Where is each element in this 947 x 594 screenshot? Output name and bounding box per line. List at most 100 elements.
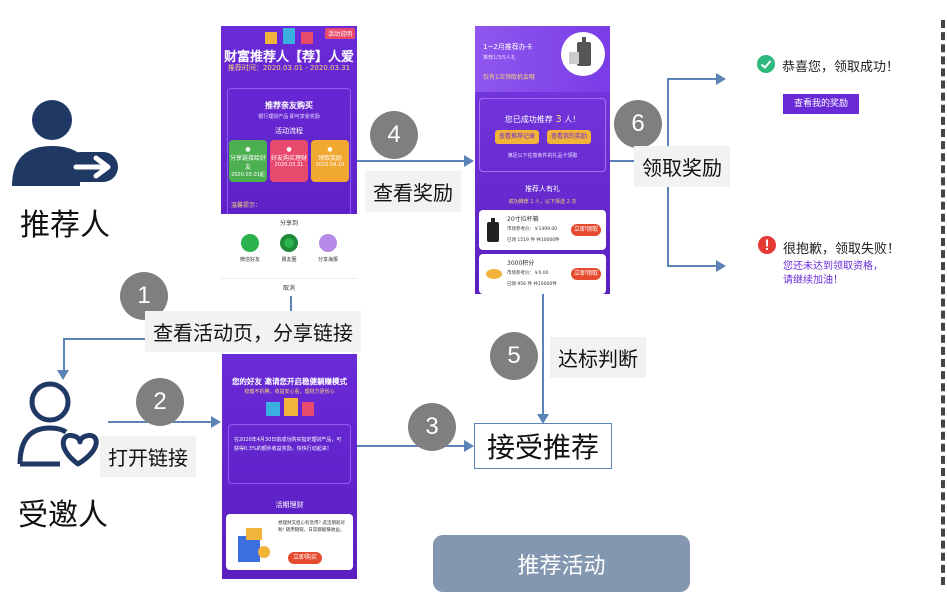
share-option-wechat[interactable]: 微信好友 <box>239 257 260 263</box>
rules-badge: 活动说明 <box>324 28 355 39</box>
gift-item-price: 市场参考价：￥1499.00 <box>507 227 558 232</box>
step-4-label: 查看奖励 <box>365 171 461 212</box>
arrow-6a <box>716 73 726 85</box>
wechat-icon[interactable] <box>241 234 259 252</box>
flow-step-3-date: 2020.04.10 <box>315 162 345 168</box>
finance-illustration-icon <box>238 528 270 562</box>
luggage-image <box>561 32 605 76</box>
flow-step-3: ● 领取奖励 2020.04.10 <box>311 140 349 182</box>
arrow-5 <box>537 414 549 424</box>
moments-icon[interactable] <box>280 234 298 252</box>
connector-4 <box>357 160 465 162</box>
arrow-4 <box>464 155 474 167</box>
invite-title: 您的好友 邀请您开启稳健躺赚模式 <box>231 377 348 386</box>
referral-activity-button[interactable]: 推荐活动 <box>433 535 690 592</box>
step-1-label: 查看活动页，分享链接 <box>145 311 361 352</box>
step-6-circle: 6 <box>614 100 662 148</box>
step-4-circle: 4 <box>370 111 418 159</box>
reward-page-screenshot: 1~2月推荐办卡 推荐1/3/5人礼 仅有1次领取机会哦 您已成功推荐 3 人！… <box>475 26 610 294</box>
view-rewards-button[interactable]: 查看我的奖励 <box>547 130 591 144</box>
invite-sub: 稳健不折腾，收益安心看，理财方便省心 <box>244 389 335 395</box>
gift-title: 推荐人有礼 <box>525 185 560 193</box>
success-unit: 人！ <box>564 115 581 124</box>
card-banner: 1~2月推荐办卡 推荐1/3/5人礼 仅有1次领取机会哦 <box>475 26 610 92</box>
share-to-label: 分享到 <box>279 220 298 227</box>
card-note: 仅有1次领取机会哦 <box>483 74 535 81</box>
invite-desc-panel <box>228 424 351 484</box>
flow-step-1-name: 分享链接给好友 <box>229 155 266 171</box>
connector-1c <box>63 338 65 372</box>
claim-button[interactable]: 立即领取 <box>571 224 601 236</box>
share-cancel[interactable]: 取消 <box>221 278 357 292</box>
flow-step-2-name: 好友购买理财 <box>270 155 307 162</box>
step-5-label: 达标判断 <box>550 337 646 378</box>
flow-step-1: ● 分享链接给好友 2020.03.01起 <box>229 140 267 182</box>
page-border <box>941 20 945 585</box>
flow-title: 活动流程 <box>275 127 303 135</box>
buy-now-button[interactable]: 立即购买 <box>288 552 322 564</box>
banner-decoration-icon <box>266 398 314 416</box>
card-title: 1~2月推荐办卡 <box>483 43 533 51</box>
step-2-label: 打开链接 <box>100 436 196 477</box>
connector-3 <box>357 445 465 447</box>
invitee-heart-icon <box>17 381 99 467</box>
share-section-title: 推荐亲友购买 <box>265 101 313 110</box>
share-option-moments[interactable]: 朋友圈 <box>281 257 297 263</box>
connector-5 <box>542 294 544 416</box>
luggage-icon <box>569 37 591 66</box>
invite-desc: 在2020年4月30日前成功购买指定理财产品，可获得0.3%的额外收益奖励，快快… <box>234 437 342 452</box>
gift-item-name: 3000积分 <box>507 260 535 267</box>
arrow-1 <box>57 370 69 380</box>
fail-result-title: 很抱歉，领取失败！ <box>783 242 901 257</box>
product-card: 想理财又担心有急用? 选活期就对啦! 随用随取，日常都能赚收益。 立即购买 <box>226 514 353 570</box>
gift-sub: 成功推荐 1 人，以下择选 2 次 <box>508 199 577 205</box>
success-panel <box>479 98 606 172</box>
share-title: 财富推荐人【荐】人爱 <box>223 50 354 65</box>
gift-item-luggage: 20寸拉杆箱 市场参考价：￥1499.00 已领 1519 件 共10000件 … <box>479 210 606 250</box>
invite-page-screenshot: 您的好友 邀请您开启稳健躺赚模式 稳健不折腾，收益安心看，理财方便省心 在202… <box>222 354 357 579</box>
product-section-title: 活期理财 <box>275 501 304 509</box>
arrow-6b <box>716 260 726 272</box>
gift-item-stock: 已领 956 件 共10000件 <box>507 282 557 287</box>
gift-item-stock: 已领 1519 件 共10000件 <box>507 238 560 243</box>
flow-step-2-date: 2020.03.31 <box>274 162 304 168</box>
share-page-screenshot: 活动说明 财富推荐人【荐】人爱 推荐时间：2020.03.01 - 2020.0… <box>221 26 357 296</box>
alert-icon <box>758 236 776 254</box>
invitee-label: 受邀人 <box>18 498 108 533</box>
connector-6c <box>667 78 717 80</box>
product-desc: 想理财又担心有急用? 选活期就对啦! 随用随取，日常都能赚收益。 <box>278 521 345 533</box>
success-result-title: 恭喜您，领取成功！ <box>782 60 900 75</box>
step-3-circle: 3 <box>408 403 456 451</box>
flow-step-3-name: 领取奖励 <box>317 155 342 162</box>
fail-result-sub: 您还未达到领取资格，请继续加油！ <box>783 261 883 286</box>
suitcase-icon <box>487 218 499 242</box>
flow-step-1-date: 2020.03.01起 <box>231 172 265 178</box>
connector-6d <box>667 265 717 267</box>
card-sub: 推荐1/3/5人礼 <box>483 55 516 61</box>
referrer-label: 推荐人 <box>20 208 110 243</box>
poster-icon[interactable] <box>319 234 337 252</box>
flow-step-2: ● 好友购买理财 2020.03.31 <box>270 140 308 182</box>
share-section-desc: 银行理财产品 即可享受奖励 <box>258 114 320 120</box>
reward-note: 满足以下任意条件的礼品卡领取 <box>507 153 578 159</box>
share-period: 推荐时间：2020.03.01 - 2020.03.31 <box>227 64 351 72</box>
gift-item-points: 3000积分 市场参考价：￥0.00 已领 956 件 共10000件 立即领取 <box>479 254 606 294</box>
step-6-label: 领取奖励 <box>634 146 730 187</box>
success-count: 3 <box>555 114 562 125</box>
check-icon <box>757 55 775 73</box>
arrow-2 <box>211 416 221 428</box>
gift-item-name: 20寸拉杆箱 <box>507 216 539 223</box>
success-title: 您已成功推荐 <box>504 115 553 124</box>
coins-icon <box>486 269 502 279</box>
view-records-button[interactable]: 查看推荐记录 <box>495 130 539 144</box>
gift-item-price: 市场参考价：￥0.00 <box>507 271 549 276</box>
share-option-poster[interactable]: 分享海报 <box>317 257 338 263</box>
notice-label: 温馨提示： <box>231 202 262 209</box>
accept-referral-box: 接受推荐 <box>474 423 612 469</box>
share-sheet: 分享到 微信好友 朋友圈 分享海报 取消 <box>221 214 357 296</box>
step-2-circle: 2 <box>136 378 184 426</box>
gift-decoration-icon <box>265 28 313 44</box>
my-rewards-button[interactable]: 查看我的奖励 <box>783 94 859 114</box>
claim-button[interactable]: 立即领取 <box>571 268 601 280</box>
success-line: 您已成功推荐 3 人！ <box>475 114 610 125</box>
